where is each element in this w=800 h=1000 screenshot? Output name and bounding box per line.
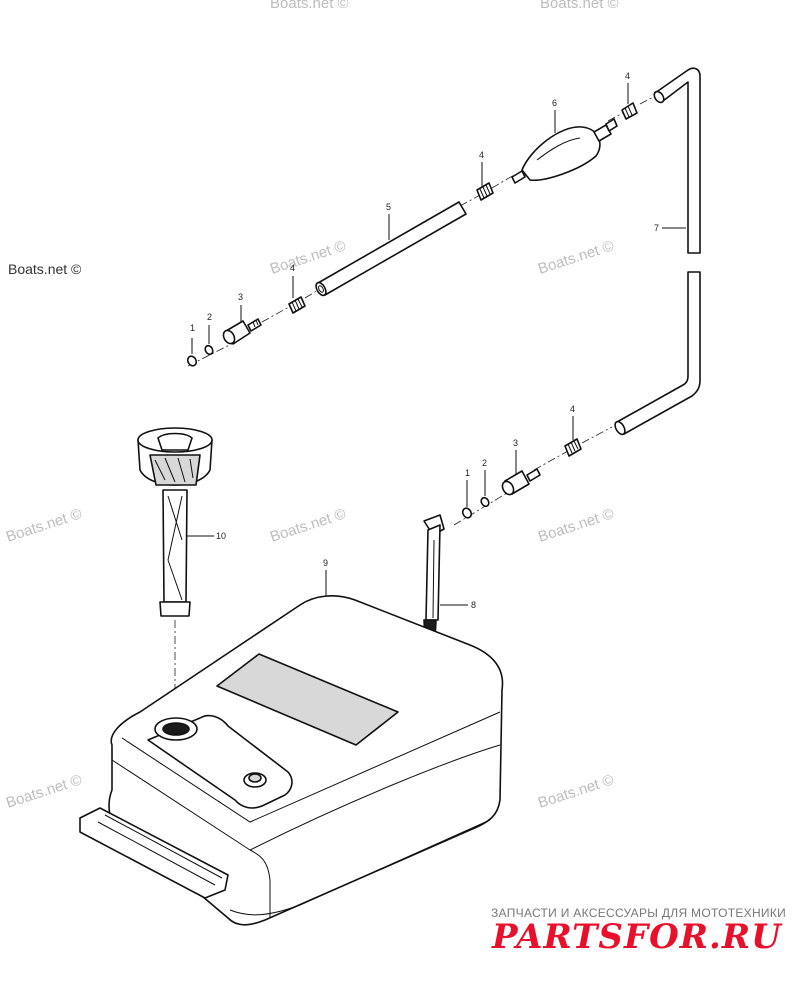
o-ring-lower [461, 496, 490, 519]
fuel-gauge [137, 427, 213, 617]
callout-label: 4 [479, 150, 484, 160]
watermark-text: Boats.net © [4, 771, 84, 811]
watermark-text: Boats.net © [540, 0, 619, 12]
callout-label: 1 [465, 468, 470, 478]
watermark-text: Boats.net © [270, 0, 349, 12]
fuel-hose-7 [614, 67, 701, 436]
callout-label: 9 [323, 558, 328, 568]
callout-label: 6 [552, 98, 557, 108]
watermark-text: Boats.net © [536, 771, 616, 811]
fuel-connector-lower [501, 468, 541, 496]
watermark-text: Boats.net © [268, 505, 348, 545]
callout-label: 2 [207, 312, 212, 322]
watermark-text: Boats.net © [4, 505, 84, 545]
watermark-text: Boats.net © [536, 237, 616, 277]
watermark-text: Boats.net © [8, 261, 82, 277]
watermark-text: Boats.net © [268, 237, 348, 277]
hose-clamp-1 [288, 296, 306, 314]
hose-clamp-2 [476, 182, 494, 201]
callout-label: 2 [482, 458, 487, 468]
fuel-connector-upper [222, 318, 262, 345]
callout-label: 8 [471, 600, 476, 610]
brand-logo: PARTSFOR.RU [491, 917, 783, 957]
callout-label: 1 [190, 323, 195, 333]
callout-label: 5 [386, 202, 391, 212]
o-ring-upper [186, 344, 214, 367]
fuel-hose-5 [315, 201, 467, 297]
hose-clamp-3 [621, 102, 638, 120]
callout-label: 3 [513, 438, 518, 448]
callout-label: 10 [216, 531, 226, 541]
watermark-text: Boats.net © [536, 505, 616, 545]
callout-label: 7 [654, 223, 659, 233]
partsfor-brand: ЗАПЧАСТИ И АКСЕССУАРЫ ДЛЯ МОТОТЕХНИКИ PA… [491, 906, 786, 957]
callouts: 1 2 3 4 5 4 6 4 7 4 3 2 1 10 9 8 [187, 71, 686, 610]
callout-label: 4 [570, 404, 575, 414]
fuel-tank [79, 595, 504, 926]
callout-label: 3 [238, 292, 243, 302]
brand-subtitle: ЗАПЧАСТИ И АКСЕССУАРЫ ДЛЯ МОТОТЕХНИКИ [491, 906, 786, 920]
callout-label: 4 [290, 263, 295, 273]
callout-label: 4 [625, 71, 630, 81]
hose-clamp-4 [564, 438, 582, 457]
primer-bulb [511, 118, 618, 184]
